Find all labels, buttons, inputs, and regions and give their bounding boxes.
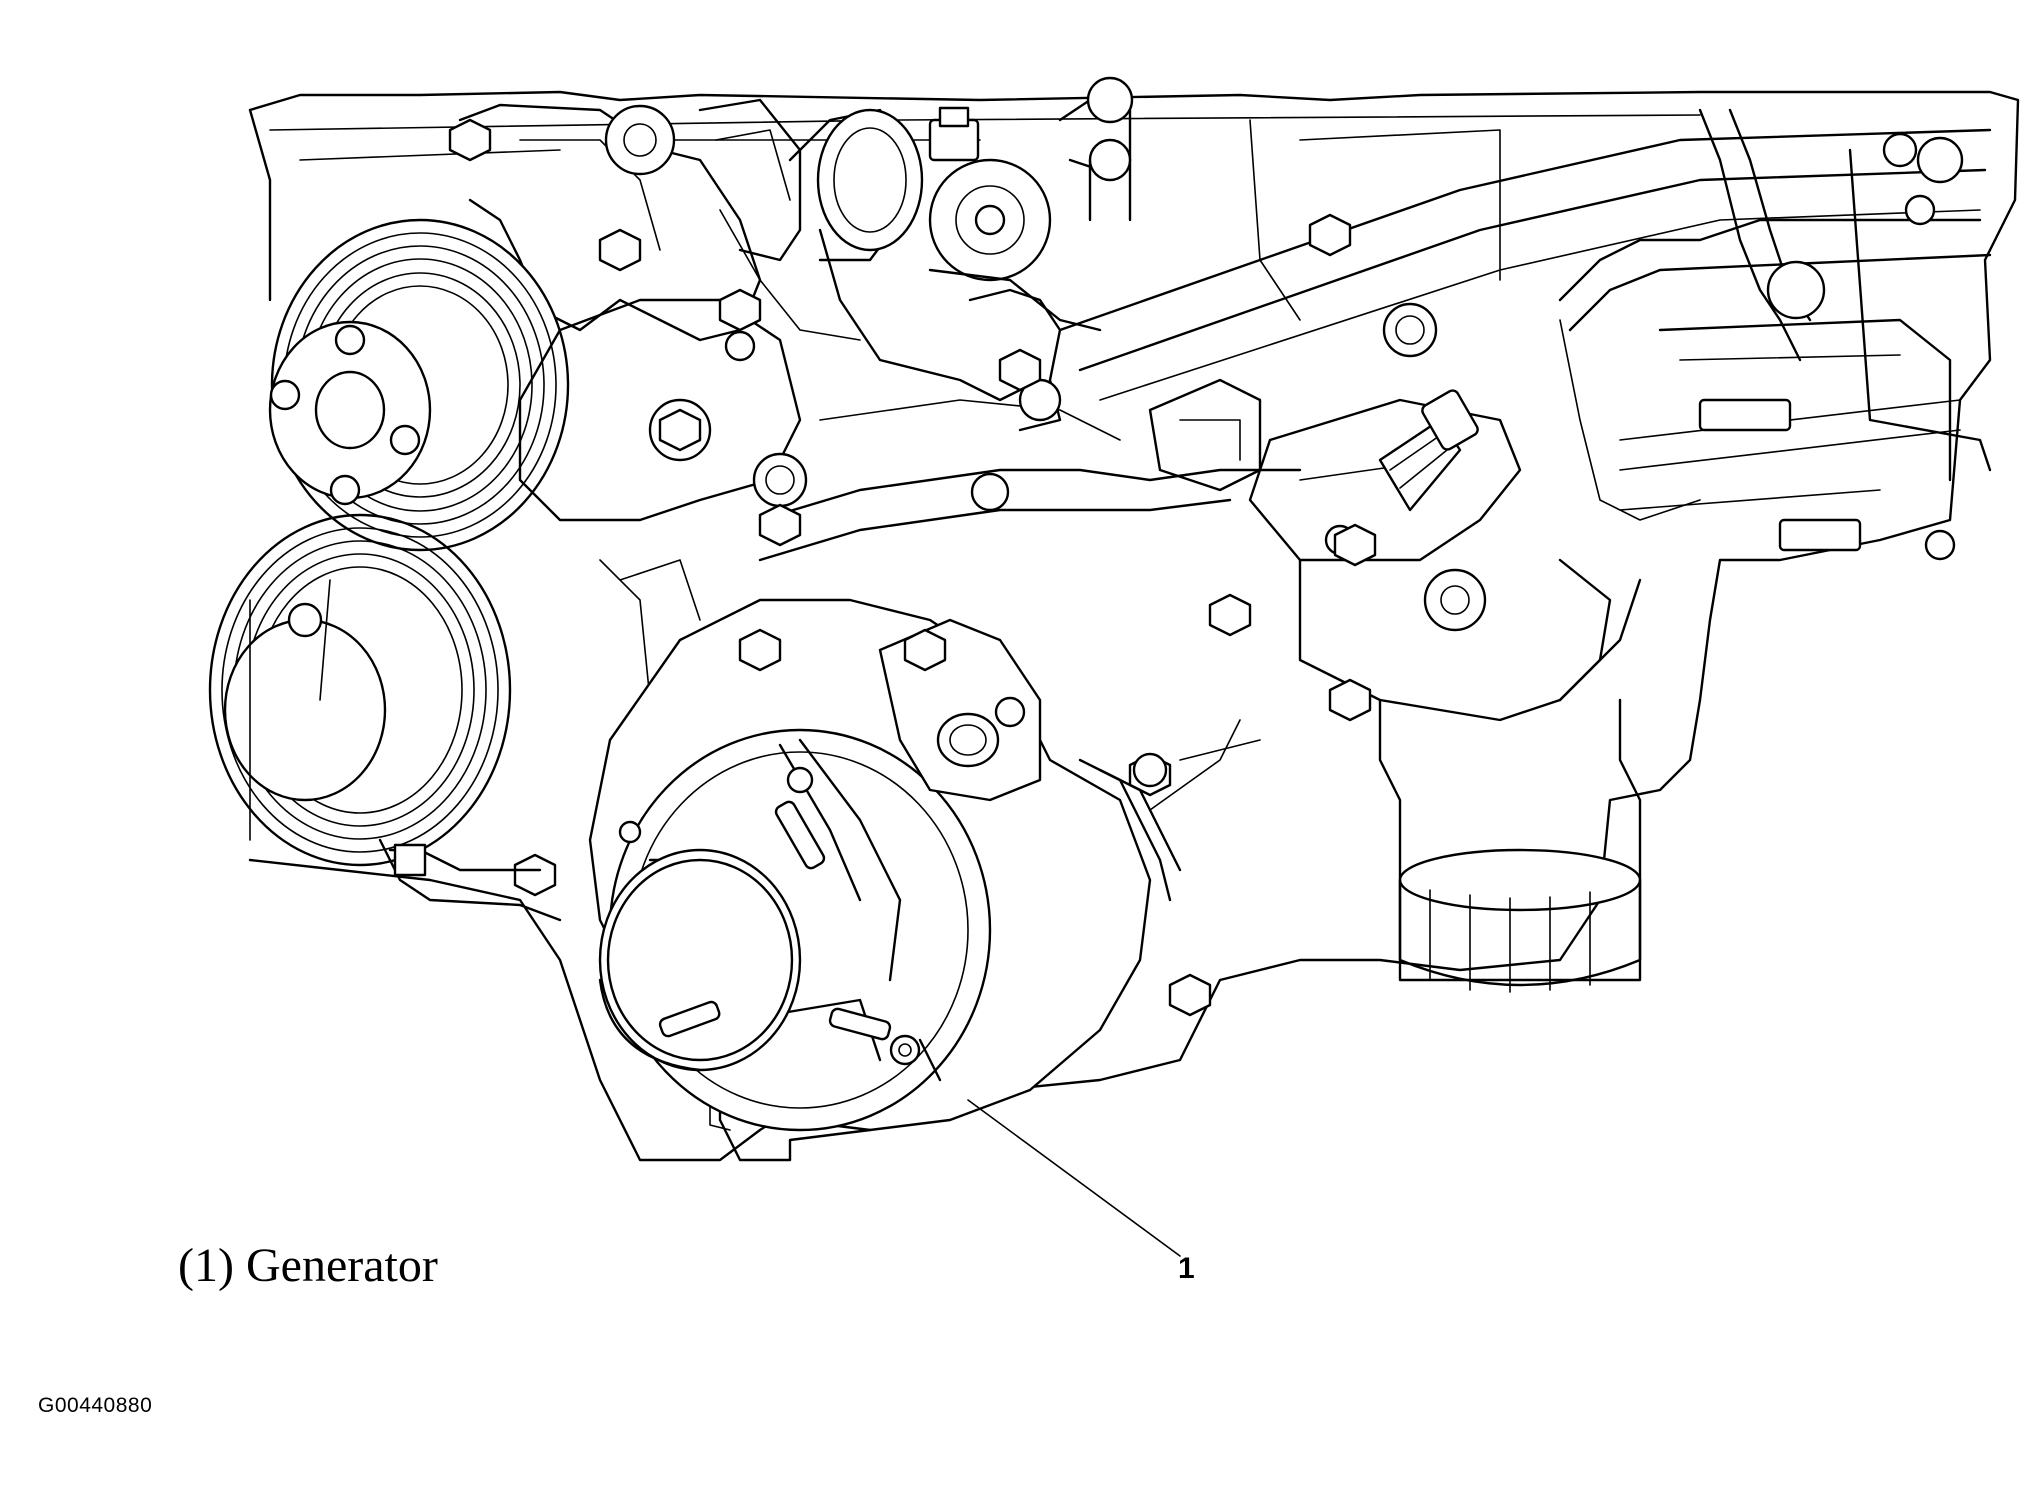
crankshaft-pulley bbox=[210, 515, 510, 865]
accessory-bracket bbox=[460, 78, 1132, 400]
fuel-rail-assembly bbox=[1060, 110, 1990, 559]
oil-filter bbox=[1380, 580, 1640, 992]
water-pump-pulley bbox=[270, 220, 568, 550]
hex-bolts bbox=[450, 120, 1375, 1015]
legend-item-generator: (1) Generator bbox=[178, 1239, 438, 1292]
leader-line bbox=[968, 1100, 1180, 1256]
callout-number-1: 1 bbox=[1178, 1252, 1195, 1285]
generator-illustration bbox=[590, 600, 1260, 1160]
oil-pressure-sensor bbox=[1380, 388, 1480, 510]
figure-id: G00440880 bbox=[38, 1394, 153, 1417]
engine-front-cover bbox=[520, 290, 1610, 720]
